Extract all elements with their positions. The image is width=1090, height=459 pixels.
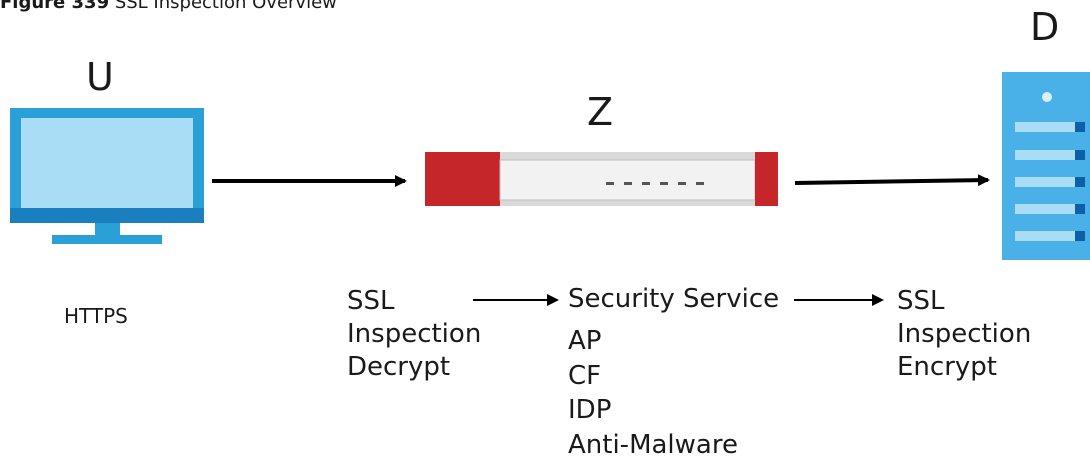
firewall-device-icon: [425, 152, 778, 206]
figure-title: SSL Inspection Overview: [114, 0, 337, 13]
service-item-idp: IDP: [568, 395, 612, 426]
encrypt-line-2: Inspection: [897, 319, 1032, 350]
https-label: HTTPS: [64, 304, 128, 328]
arrow-zyxel-to-destination: [794, 174, 990, 187]
server-icon: [1002, 72, 1090, 260]
encrypt-line-1: SSL: [897, 286, 945, 316]
service-item-cf: CF: [568, 360, 602, 391]
encrypt-line-3: Encrypt: [897, 352, 997, 383]
figure-caption: Figure 339 SSL Inspection Overview: [0, 0, 337, 13]
security-service-list: AP CF IDP Anti-Malware: [568, 324, 738, 459]
destination-letter: D: [1030, 5, 1060, 49]
security-service-block: Security Service: [568, 283, 779, 316]
ssl-inspection-encrypt: SSL Inspection Encrypt: [897, 285, 1031, 384]
ssl-inspection-decrypt: SSL Inspection Decrypt: [347, 285, 481, 384]
service-item-anti-malware: Anti-Malware: [568, 429, 738, 459]
decrypt-line-2: Inspection: [347, 319, 482, 350]
security-service-heading: Security Service: [568, 284, 780, 314]
decrypt-line-1: SSL: [347, 286, 395, 316]
decrypt-line-3: Decrypt: [347, 352, 451, 383]
service-item-ap: AP: [568, 326, 602, 356]
computer-monitor-icon: [10, 108, 204, 244]
zyxel-letter: Z: [587, 90, 614, 134]
figure-number: Figure 339: [0, 0, 110, 13]
user-letter: U: [86, 55, 114, 99]
